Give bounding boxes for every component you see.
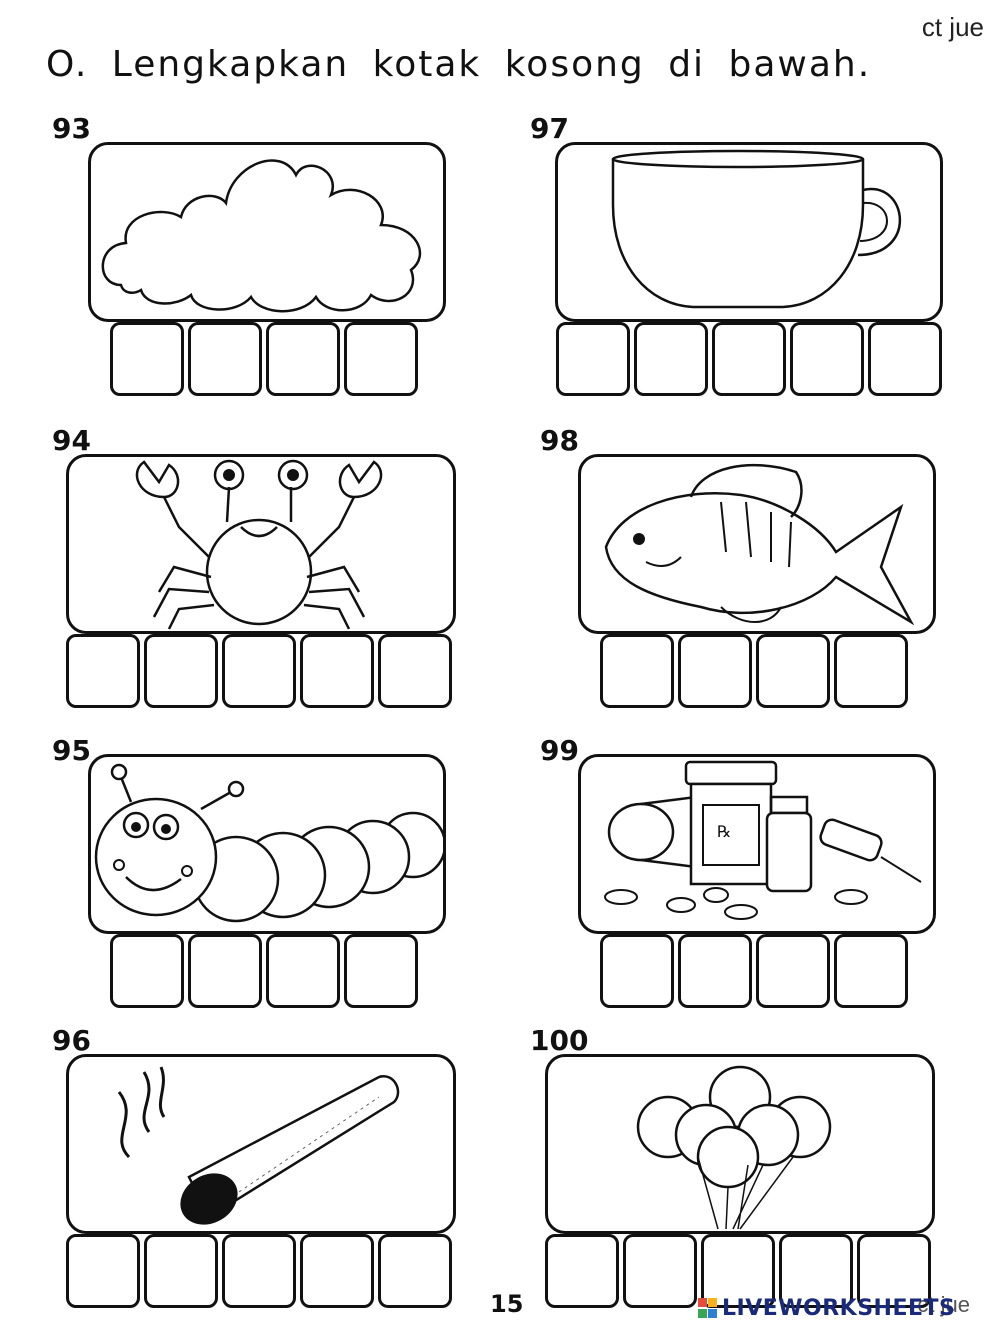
answer-box[interactable] <box>779 1234 853 1308</box>
cigarette-icon <box>117 1066 400 1225</box>
picture-frame-100 <box>545 1054 935 1234</box>
answer-box[interactable] <box>188 934 262 1008</box>
answer-box[interactable] <box>545 1234 619 1308</box>
balloons-icon <box>636 1065 832 1230</box>
answer-box[interactable] <box>868 322 942 396</box>
liveworksheets-logo-icon <box>698 1297 717 1318</box>
answer-box[interactable] <box>144 634 218 708</box>
answer-box[interactable] <box>144 1234 218 1308</box>
medicine-icon: ℞ <box>604 760 922 920</box>
answer-boxes-93 <box>110 322 418 396</box>
answer-box[interactable] <box>834 634 908 708</box>
answer-box[interactable] <box>678 934 752 1008</box>
picture-frame-99: ℞ <box>578 754 936 934</box>
cloud-icon <box>101 159 422 313</box>
answer-box[interactable] <box>834 934 908 1008</box>
caterpillar-icon <box>94 763 443 923</box>
footer-author: ct jue <box>917 1292 970 1317</box>
answer-box[interactable] <box>300 634 374 708</box>
question-number-97: 97 <box>530 112 569 145</box>
author-label: ct jue <box>921 12 984 42</box>
answer-box[interactable] <box>222 634 296 708</box>
answer-boxes-98 <box>600 634 908 708</box>
answer-box[interactable] <box>756 634 830 708</box>
answer-box[interactable] <box>188 322 262 396</box>
answer-boxes-97 <box>556 322 942 396</box>
watermark-text: LIVEWORKSHEETS <box>722 1296 956 1321</box>
picture-frame-94 <box>66 454 456 634</box>
cup-icon <box>611 149 902 309</box>
answer-box[interactable] <box>378 1234 452 1308</box>
answer-boxes-100 <box>545 1234 931 1308</box>
answer-box[interactable] <box>266 934 340 1008</box>
question-number-96: 96 <box>52 1024 91 1057</box>
answer-box[interactable] <box>790 322 864 396</box>
fish-icon <box>604 463 915 626</box>
crab-icon <box>135 459 383 630</box>
answer-box[interactable] <box>300 1234 374 1308</box>
question-number-99: 99 <box>540 734 579 767</box>
answer-box[interactable] <box>556 322 630 396</box>
answer-box[interactable] <box>623 1234 697 1308</box>
answer-box[interactable] <box>344 322 418 396</box>
answer-box[interactable] <box>857 1234 931 1308</box>
picture-frame-95 <box>88 754 446 934</box>
answer-box[interactable] <box>634 322 708 396</box>
liveworksheets-watermark: LIVEWORKSHEETS <box>698 1296 955 1321</box>
question-number-95: 95 <box>52 734 91 767</box>
answer-box[interactable] <box>110 934 184 1008</box>
answer-box[interactable] <box>66 634 140 708</box>
question-number-98: 98 <box>540 424 579 457</box>
page-number: 15 <box>490 1290 524 1318</box>
answer-box[interactable] <box>344 934 418 1008</box>
answer-box[interactable] <box>266 322 340 396</box>
question-number-94: 94 <box>52 424 91 457</box>
answer-box[interactable] <box>678 634 752 708</box>
question-number-100: 100 <box>530 1024 589 1057</box>
answer-boxes-94 <box>66 634 452 708</box>
question-number-93: 93 <box>52 112 91 145</box>
answer-box[interactable] <box>600 934 674 1008</box>
answer-boxes-99 <box>600 934 908 1008</box>
picture-frame-98 <box>578 454 936 634</box>
rx-symbol: ℞ <box>717 822 731 841</box>
answer-boxes-96 <box>66 1234 452 1308</box>
picture-frame-97 <box>555 142 943 322</box>
answer-box[interactable] <box>222 1234 296 1308</box>
instruction-title: O. Lengkapkan kotak kosong di bawah. <box>46 44 872 85</box>
answer-boxes-95 <box>110 934 418 1008</box>
answer-box[interactable] <box>701 1234 775 1308</box>
answer-box[interactable] <box>712 322 786 396</box>
picture-frame-93 <box>88 142 446 322</box>
picture-frame-96 <box>66 1054 456 1234</box>
answer-box[interactable] <box>66 1234 140 1308</box>
answer-box[interactable] <box>600 634 674 708</box>
answer-box[interactable] <box>110 322 184 396</box>
answer-box[interactable] <box>756 934 830 1008</box>
answer-box[interactable] <box>378 634 452 708</box>
